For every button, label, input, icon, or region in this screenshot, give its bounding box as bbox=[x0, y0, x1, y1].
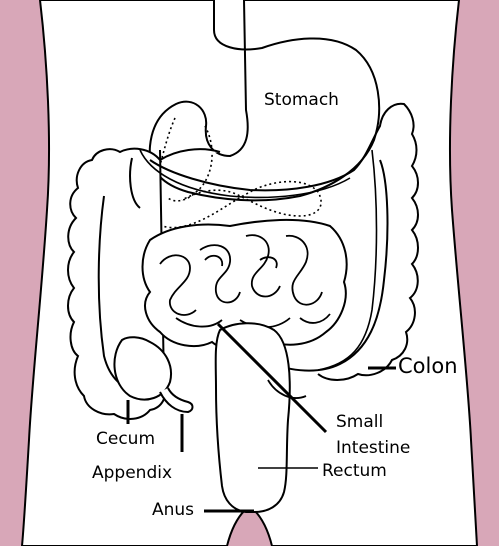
cecum-label: Cecum bbox=[96, 429, 155, 449]
colon-transverse-descending bbox=[149, 102, 419, 381]
sigmoid-bumps bbox=[267, 379, 307, 399]
anus-label: Anus bbox=[152, 500, 194, 520]
rectum-label: Rectum bbox=[322, 461, 387, 481]
small-intestine-coils bbox=[141, 218, 348, 351]
small-intestine-pointer bbox=[216, 322, 328, 434]
hidden-organ-outline-2 bbox=[167, 125, 213, 202]
appendix-shape bbox=[159, 387, 194, 414]
colon-inner-2 bbox=[139, 149, 378, 371]
cecum-shape bbox=[113, 336, 172, 401]
small-intestine-label-line1: Small bbox=[336, 412, 383, 432]
stomach-label: Stomach bbox=[264, 90, 339, 110]
colon-label: Colon bbox=[398, 354, 458, 378]
colon-outer bbox=[67, 147, 221, 420]
small-intestine-label-line2: Intestine bbox=[336, 438, 410, 458]
rectum-shape bbox=[214, 322, 291, 513]
appendix-label: Appendix bbox=[92, 463, 172, 483]
